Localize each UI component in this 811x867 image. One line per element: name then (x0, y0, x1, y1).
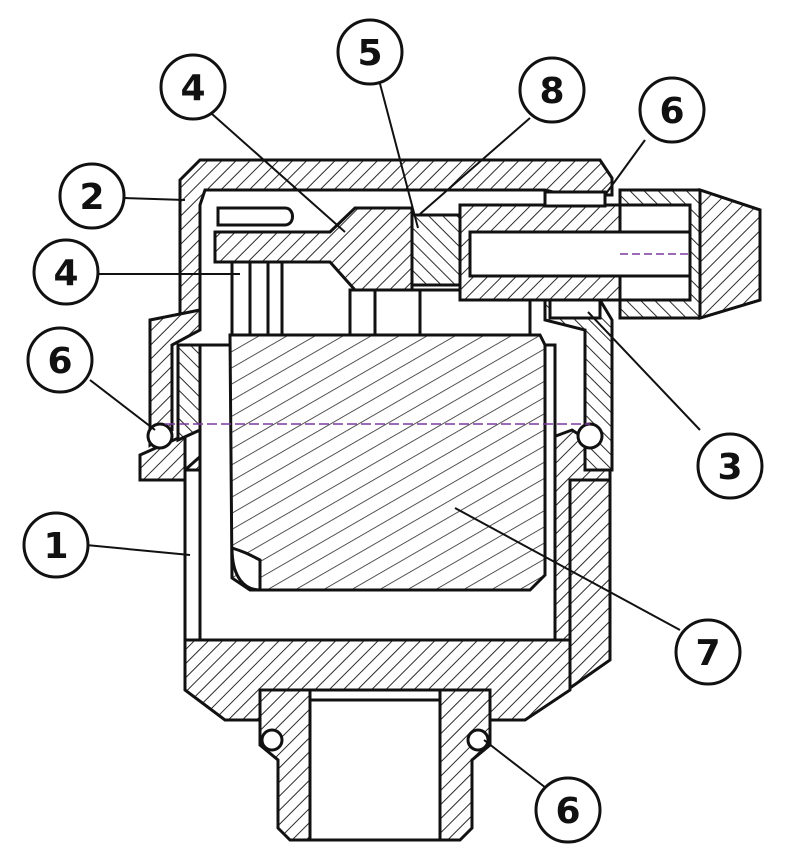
seal-ring (548, 298, 602, 320)
callout-label: 6 (47, 341, 72, 382)
leader-7 (454, 507, 681, 631)
nipple-right-wall (438, 688, 492, 842)
callout-label: 6 (555, 791, 580, 832)
leader-4a (211, 113, 346, 233)
threaded-collar-left (176, 343, 202, 443)
leader-lines (85, 79, 701, 789)
lever-slot (216, 206, 294, 227)
callout-circle (22, 511, 90, 579)
callout-3: 3 (696, 432, 764, 500)
callout-4-left: 4 (32, 238, 100, 306)
o-ring-right (576, 422, 604, 450)
nipple-left-wall (258, 688, 312, 842)
callout-circle (26, 326, 94, 394)
callout-label: 6 (659, 91, 684, 132)
callout-label: 2 (79, 177, 104, 218)
callout-circle (159, 53, 227, 121)
leader-2 (123, 197, 186, 201)
callout-2: 2 (58, 162, 126, 230)
callout-label: 1 (43, 526, 68, 567)
leader-6c (483, 739, 547, 789)
seal-ring-top (543, 190, 607, 208)
leader-5 (378, 79, 419, 229)
callout-1: 1 (22, 511, 90, 579)
callout-circle (32, 238, 100, 306)
callout-7: 7 (674, 618, 742, 686)
float-curl (230, 545, 262, 592)
callout-6-left: 6 (26, 326, 94, 394)
float-part (228, 333, 547, 592)
callout-6-bottom: 6 (534, 776, 602, 844)
outlet-cap-nut (698, 187, 762, 321)
callout-4-top: 4 (159, 53, 227, 121)
o-ring-bottom-right (466, 728, 490, 752)
callout-circle (696, 432, 764, 500)
callout-circle (518, 56, 586, 124)
callout-circle (534, 776, 602, 844)
body-right-outer (568, 455, 612, 691)
nipple-bore (308, 698, 442, 842)
callout-label: 8 (539, 71, 564, 112)
callout-label: 7 (695, 633, 720, 674)
callout-label: 4 (53, 253, 78, 294)
callout-circle (638, 76, 706, 144)
callout-circle (336, 18, 404, 86)
lever-post (230, 260, 284, 337)
leader-3 (587, 311, 701, 431)
leader-8 (419, 117, 531, 215)
leader-6b (604, 139, 646, 196)
callout-label: 3 (717, 447, 742, 488)
callout-label: 5 (357, 33, 382, 74)
leader-6a (89, 379, 156, 431)
o-ring-bottom-left (260, 728, 284, 752)
callout-circle (674, 618, 742, 686)
leader-1 (85, 544, 191, 556)
valve-seat-part (348, 213, 532, 337)
callout-8: 8 (518, 56, 586, 124)
callout-6-top: 6 (638, 76, 706, 144)
valve-seat-block (410, 213, 462, 287)
callout-circle (58, 162, 126, 230)
inlet-nipple (258, 688, 492, 842)
float-body (228, 333, 547, 592)
lever-part (213, 206, 414, 337)
outlet-fitting (458, 187, 762, 321)
callout-5: 5 (336, 18, 404, 86)
callout-label: 4 (180, 68, 205, 109)
